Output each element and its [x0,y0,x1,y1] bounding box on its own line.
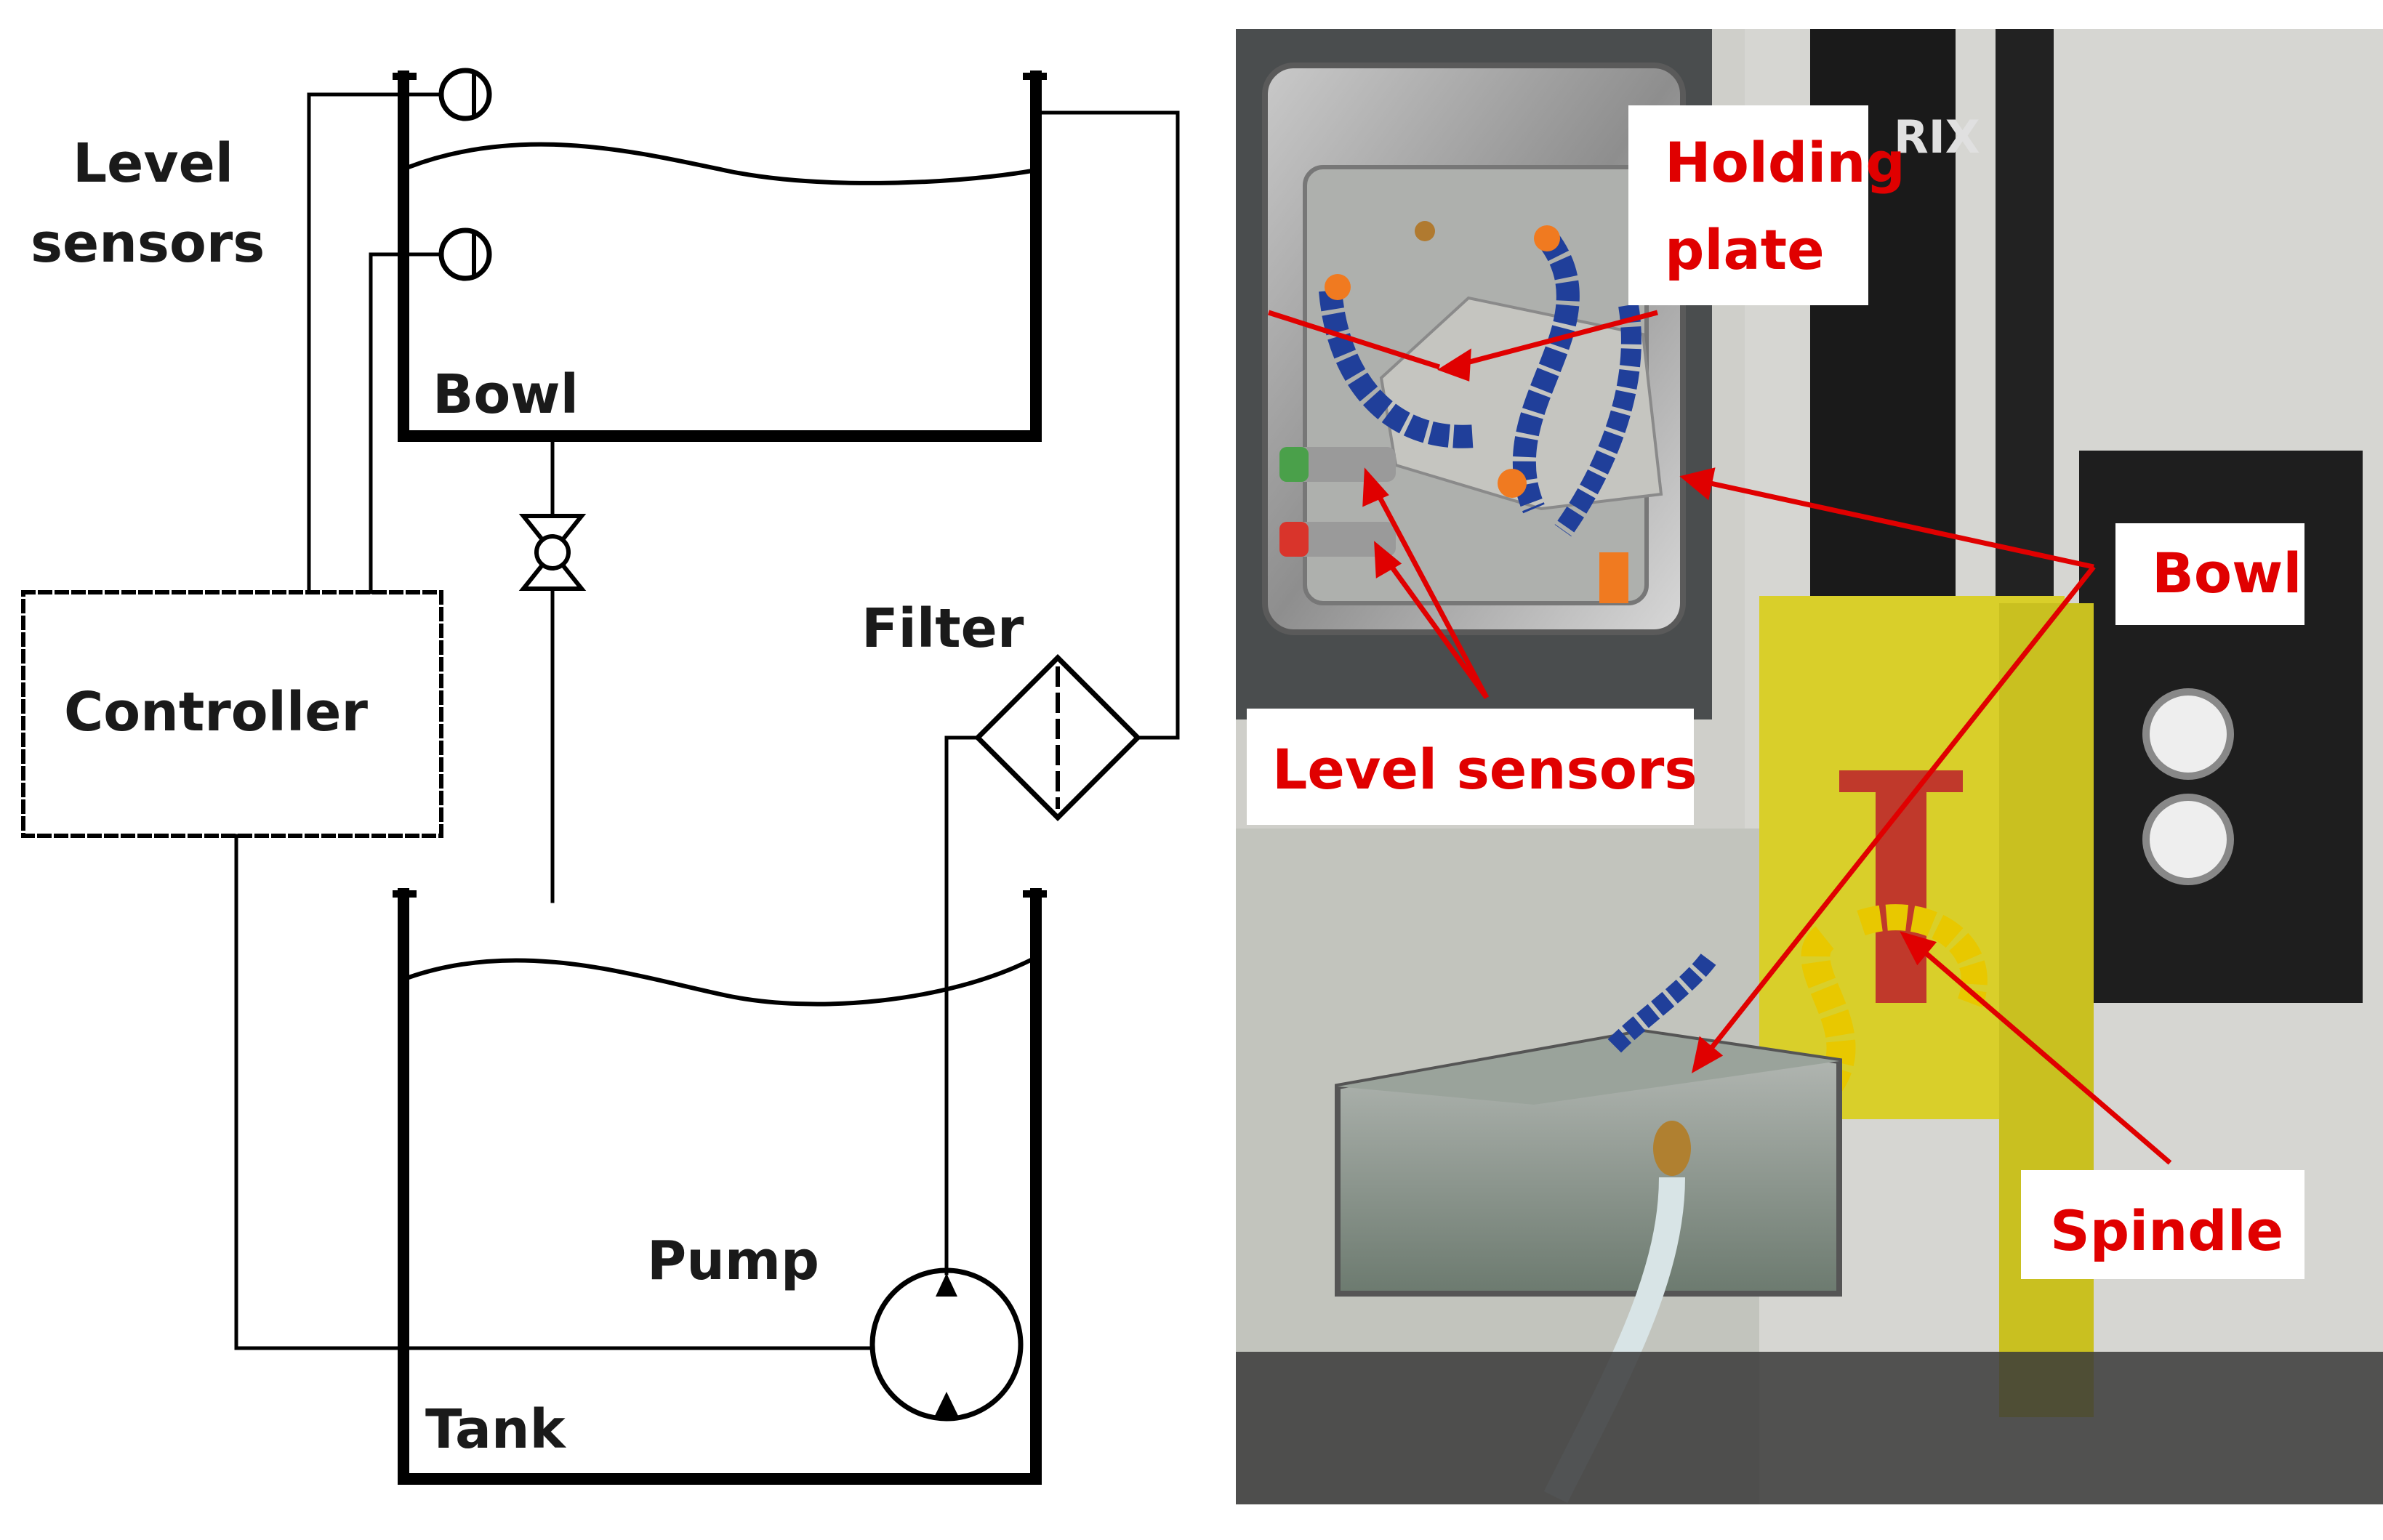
setup-photo: RIX [1236,0,2383,1537]
bowl-side-view [1236,829,2383,1504]
photo-canvas: RIX [1236,29,2383,1504]
level-sensors-arrow-1 [1367,478,1490,699]
level-sensors-photo-label: Level sensors [1272,737,1697,802]
spindle-label-box [2021,1170,2304,1279]
tank-label: Tank [425,1398,567,1461]
pump-label: Pump [647,1230,819,1292]
level-sensors-label-line2: sensors [31,212,265,275]
holding-plate-arrow [1267,310,1441,370]
spindle-photo-label: Spindle [2050,1198,2283,1263]
hydraulic-schematic: Level sensors Bowl Controller Filter Pum… [21,68,1180,1485]
spindle-arrow [1910,939,2172,1165]
holding-plate-label-box [1628,105,1868,305]
coolant-hose-left [1319,289,1477,448]
pressure-gauge-top [2142,688,2234,780]
filter-label: Filter [861,597,1024,660]
controller-box [21,590,443,838]
level-sensor-fitting-bottom [1287,522,1396,557]
bowl-arrow-bottom [1699,565,2096,1063]
level-sensor-bottom [438,227,492,281]
photo-labels: Holding plate Bowl Level sensors Spindle [1247,105,2304,1279]
brand-fragment: RIX [1894,110,1980,164]
bowl-label: Bowl [433,363,579,426]
tank-container [398,888,1042,1485]
return-line [944,735,980,1275]
coolant-hose-right [1512,233,1580,514]
holding-plate-label-line1: Holding [1665,130,1905,195]
holding-plate-label-line2: plate [1665,217,1825,282]
bowl-liquid-surface [406,142,1035,185]
controller-label: Controller [64,681,368,743]
bowl-arrow-top [1693,477,2094,570]
level-sensors-label-line1: Level [73,132,233,195]
bowl-label-box [2115,523,2304,625]
pressure-gauge-bottom [2142,794,2234,885]
filter-to-bowl-line [1034,110,1180,740]
valve-icon [518,514,587,591]
pump-icon [869,1267,1024,1422]
level-sensors-label-box [1247,709,1694,825]
schematic-canvas: Level sensors Bowl Controller Filter Pum… [21,68,1180,1485]
level-sensor-top [438,68,492,121]
bowl-photo-label: Bowl [2152,541,2302,605]
sensor-wire-top [307,92,443,594]
filter-icon [974,654,1141,821]
level-sensors-arrow-2 [1379,550,1489,700]
controller-pump-line [234,834,875,1350]
spindle [1876,770,1926,1003]
sensor-wire-bottom [369,252,443,594]
tank-liquid-surface [406,956,1036,1007]
